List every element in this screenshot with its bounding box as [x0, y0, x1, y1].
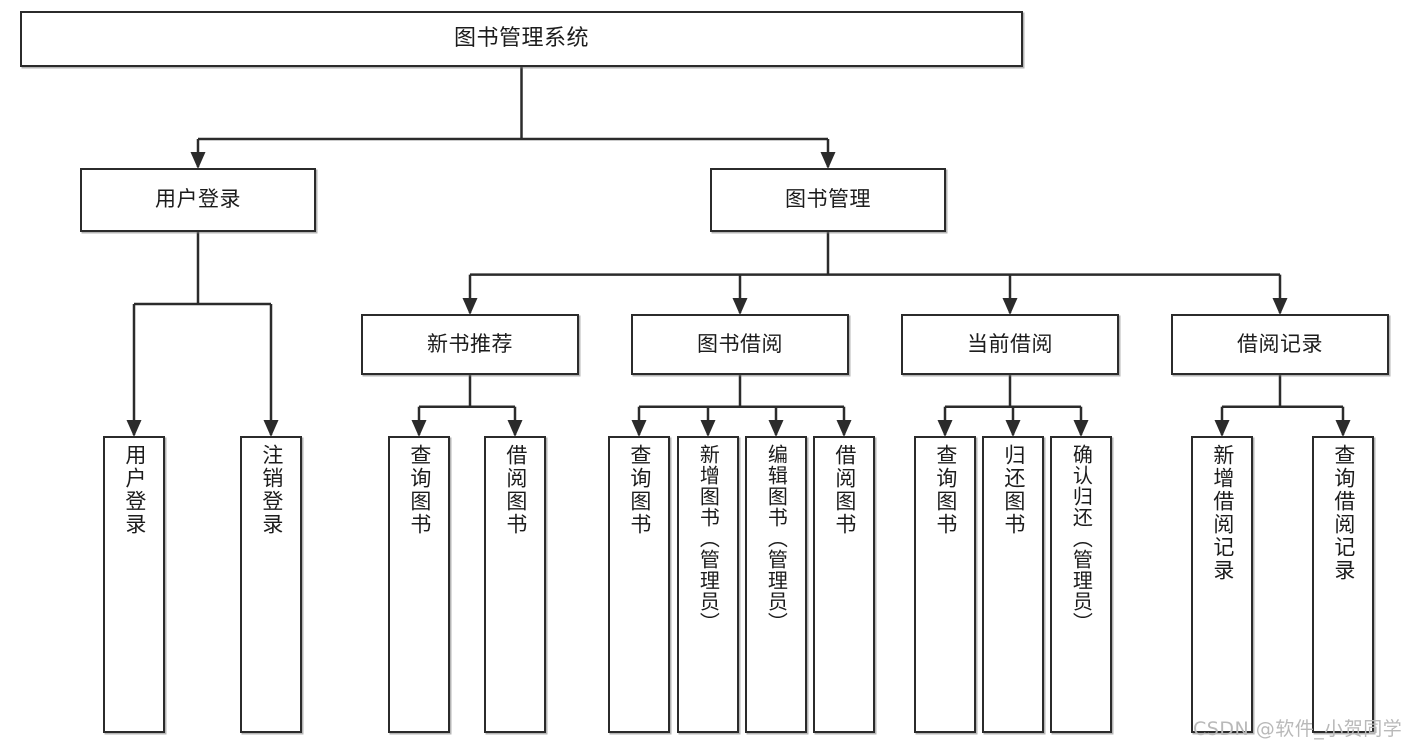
- node-label: 查询图书: [627, 444, 652, 536]
- arrowhead-icon: [836, 420, 852, 437]
- node-leaf-confirm-return-admin[interactable]: 确认归还（管理员）: [1050, 436, 1112, 733]
- node-leaf-user-login[interactable]: 用户登录: [103, 436, 165, 733]
- node-label: 注销登录: [259, 444, 284, 536]
- node-current-borrow[interactable]: 当前借阅: [901, 314, 1119, 375]
- arrowhead-icon: [1214, 420, 1230, 437]
- node-label: 用户登录: [155, 187, 241, 212]
- node-label: 图书管理系统: [453, 25, 589, 51]
- node-root[interactable]: 图书管理系统: [20, 11, 1023, 67]
- node-label: 用户登录: [122, 444, 147, 536]
- node-leaf-user-logout[interactable]: 注销登录: [240, 436, 302, 733]
- node-leaf-borrow-book[interactable]: 借阅图书: [813, 436, 875, 733]
- node-label: 图书管理: [785, 187, 871, 212]
- arrowhead-icon: [937, 420, 953, 437]
- node-label: 借阅图书: [832, 444, 857, 536]
- node-leaf-query-book-borrow[interactable]: 查询图书: [608, 436, 670, 733]
- node-leaf-add-borrow-record[interactable]: 新增借阅记录: [1191, 436, 1253, 733]
- node-leaf-borrow-book-rec[interactable]: 借阅图书: [484, 436, 546, 733]
- arrowhead-icon: [732, 298, 748, 315]
- node-label: 当前借阅: [967, 331, 1053, 356]
- arrowhead-icon: [1272, 298, 1288, 315]
- arrowhead-icon: [1005, 420, 1021, 437]
- node-label: 新增借阅记录: [1210, 444, 1235, 582]
- node-label: 查询图书: [933, 444, 958, 536]
- arrowhead-icon: [631, 420, 647, 437]
- arrowhead-icon: [411, 420, 427, 437]
- node-borrow-record[interactable]: 借阅记录: [1171, 314, 1389, 375]
- node-label: 归还图书: [1001, 444, 1026, 536]
- arrowhead-icon: [190, 152, 206, 169]
- arrowhead-icon: [462, 298, 478, 315]
- node-label: 确认归还（管理员）: [1069, 444, 1094, 633]
- arrowhead-icon: [768, 420, 784, 437]
- arrowhead-icon: [1335, 420, 1351, 437]
- arrowhead-icon: [820, 152, 836, 169]
- node-label: 编辑图书（管理员）: [764, 444, 789, 633]
- node-label: 查询图书: [407, 444, 432, 536]
- node-leaf-return-book[interactable]: 归还图书: [982, 436, 1044, 733]
- arrowhead-icon: [1002, 298, 1018, 315]
- node-leaf-add-book-admin[interactable]: 新增图书（管理员）: [677, 436, 739, 733]
- arrowhead-icon: [507, 420, 523, 437]
- node-leaf-query-book-rec[interactable]: 查询图书: [388, 436, 450, 733]
- node-leaf-query-borrow-record[interactable]: 查询借阅记录: [1312, 436, 1374, 733]
- node-book-manage[interactable]: 图书管理: [710, 168, 946, 232]
- node-label: 借阅记录: [1237, 331, 1323, 356]
- node-leaf-edit-book-admin[interactable]: 编辑图书（管理员）: [745, 436, 807, 733]
- arrowhead-icon: [1073, 420, 1089, 437]
- watermark-text: CSDN @软件_小贺同学: [1193, 718, 1403, 740]
- node-label: 查询借阅记录: [1331, 444, 1356, 582]
- node-label: 借阅图书: [503, 444, 528, 536]
- arrowhead-icon: [126, 420, 142, 437]
- arrowhead-icon: [263, 420, 279, 437]
- node-label: 新增图书（管理员）: [696, 444, 721, 633]
- node-leaf-query-book-cur[interactable]: 查询图书: [914, 436, 976, 733]
- node-new-book-recommend[interactable]: 新书推荐: [361, 314, 579, 375]
- node-user-login[interactable]: 用户登录: [80, 168, 316, 232]
- node-book-borrow[interactable]: 图书借阅: [631, 314, 849, 375]
- arrowhead-icon: [700, 420, 716, 437]
- node-label: 新书推荐: [427, 331, 513, 356]
- node-label: 图书借阅: [697, 331, 783, 356]
